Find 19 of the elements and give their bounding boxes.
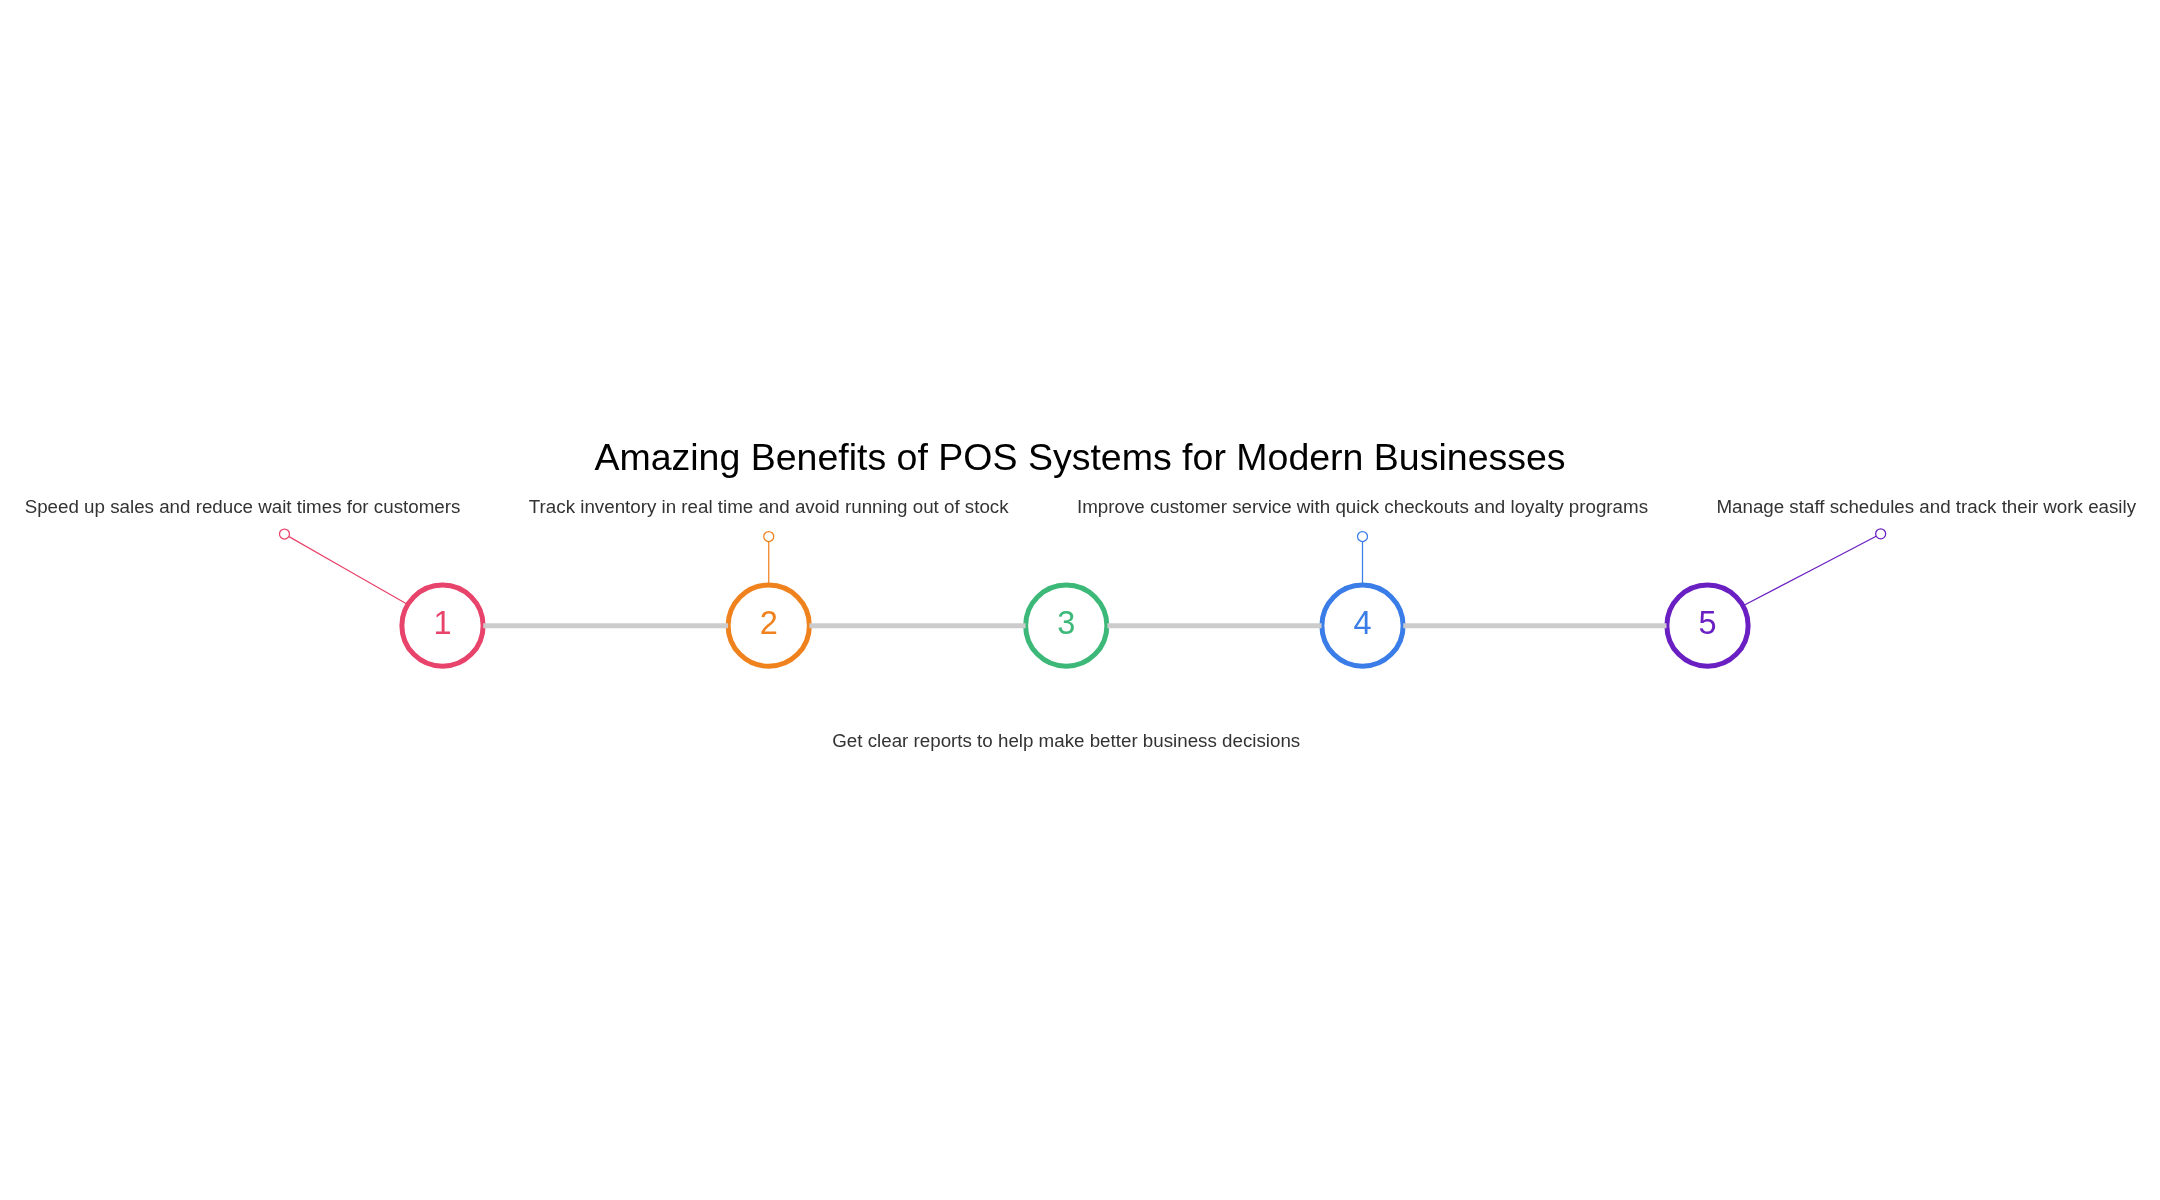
node-label: Get clear reports to help make better business decisions xyxy=(832,729,1301,751)
diagram-title: Amazing Benefits of POS Systems for Modern Businesses xyxy=(594,436,1566,478)
node-circle: 1 xyxy=(399,582,486,669)
node-circle: 2 xyxy=(725,582,812,669)
node-circle: 4 xyxy=(1319,582,1406,669)
connector xyxy=(278,528,409,606)
connector xyxy=(763,530,775,586)
node-text: Manage staff schedules and track their work easily xyxy=(1716,496,2137,518)
connector xyxy=(809,623,1026,629)
node-text: Speed up sales and reduce wait times for customers xyxy=(24,496,461,518)
node-circle: 5 xyxy=(1664,582,1751,669)
node-text: Improve customer service with quick checkouts and loyalty programs xyxy=(1076,496,1649,518)
connector xyxy=(1742,528,1887,607)
node-text: Track inventory in real time and avoid running out of stock xyxy=(528,496,1009,518)
connector xyxy=(483,623,729,629)
node-circle: 3 xyxy=(1023,582,1110,669)
connector xyxy=(1403,623,1667,629)
connector xyxy=(1107,623,1322,629)
connector xyxy=(1356,530,1369,586)
